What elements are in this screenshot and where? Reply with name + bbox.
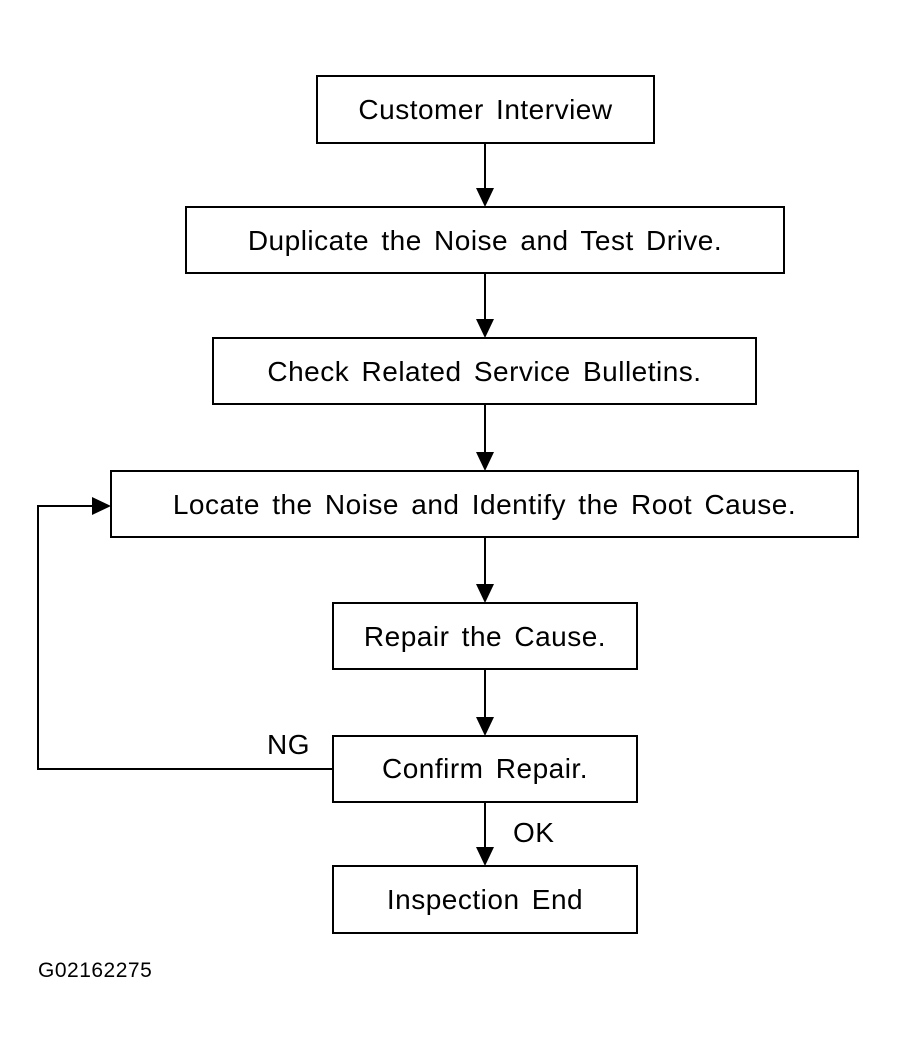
step-customer-interview: Customer Interview bbox=[316, 75, 655, 144]
step-inspection-end: Inspection End bbox=[332, 865, 638, 934]
step-check-bulletins: Check Related Service Bulletins. bbox=[212, 337, 757, 405]
arrow-interview-to-duplicate bbox=[476, 143, 494, 207]
branch-label-ok: OK bbox=[513, 817, 554, 848]
step-repair-cause: Repair the Cause. bbox=[332, 602, 638, 670]
arrow-confirm-to-end bbox=[476, 802, 494, 866]
branch-label-ng: NG bbox=[267, 729, 310, 760]
arrow-ng-loop bbox=[37, 497, 333, 770]
arrow-bulletins-to-locate bbox=[476, 404, 494, 471]
step-label: Check Related Service Bulletins. bbox=[267, 356, 701, 387]
arrow-repair-to-confirm bbox=[476, 669, 494, 736]
step-label: Locate the Noise and Identify the Root C… bbox=[173, 489, 796, 520]
step-label: Inspection End bbox=[387, 884, 583, 915]
step-label: Repair the Cause. bbox=[364, 621, 606, 652]
step-label: Customer Interview bbox=[358, 94, 612, 125]
step-label: Confirm Repair. bbox=[382, 753, 588, 784]
step-locate-noise: Locate the Noise and Identify the Root C… bbox=[110, 470, 859, 538]
arrow-locate-to-repair bbox=[476, 537, 494, 603]
arrow-duplicate-to-bulletins bbox=[476, 273, 494, 338]
step-duplicate-noise: Duplicate the Noise and Test Drive. bbox=[185, 206, 785, 274]
step-confirm-repair: Confirm Repair. bbox=[332, 735, 638, 803]
figure-id: G02162275 bbox=[38, 959, 152, 982]
step-label: Duplicate the Noise and Test Drive. bbox=[248, 225, 722, 256]
